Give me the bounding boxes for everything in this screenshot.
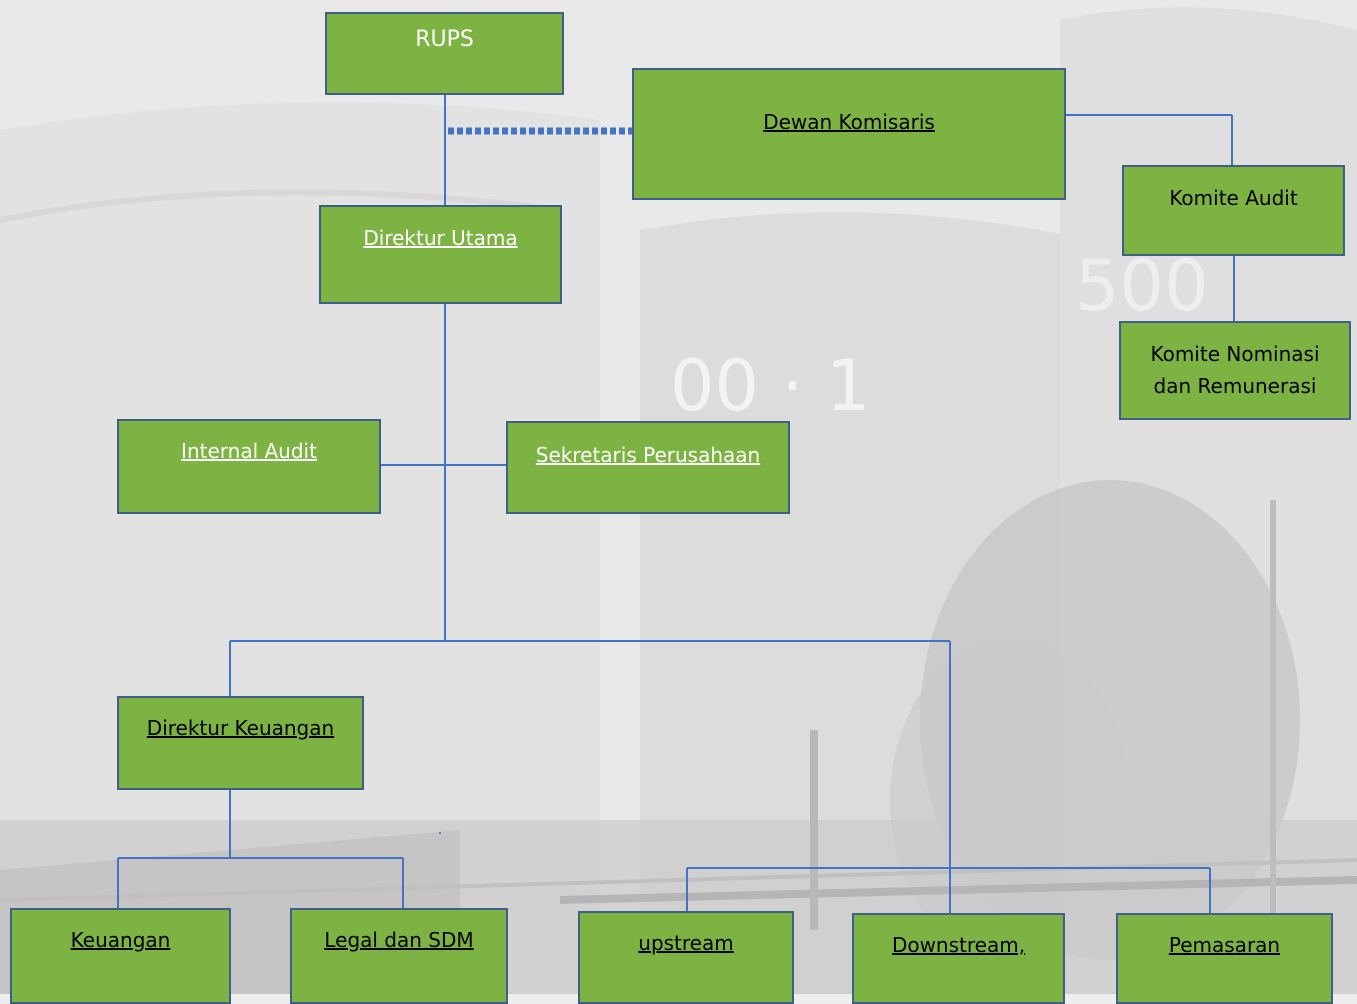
komite-audit-label: Komite Audit [1169,186,1298,210]
internal-audit-label[interactable]: Internal Audit [181,439,317,463]
upstream-label[interactable]: upstream [638,931,734,955]
rups-box: RUPS [325,12,564,95]
legal-sdm-label[interactable]: Legal dan SDM [324,928,474,952]
direktur-keuangan-label[interactable]: Direktur Keuangan [146,716,335,740]
downstream-label[interactable]: Downstream, [891,933,1026,957]
keuangan-box: Keuangan [10,908,231,1004]
direktur-keuangan-box: Direktur Keuangan [117,696,364,790]
downstream-box: Downstream, [852,913,1065,1004]
dewan-komisaris-box: Dewan Komisaris [632,68,1066,200]
rups-label: RUPS [415,27,474,52]
direktur-utama-label[interactable]: Direktur Utama [363,226,518,250]
komite-audit-box: Komite Audit [1122,165,1345,256]
svg-text:500: 500 [1075,245,1209,327]
direktur-utama-box: Direktur Utama [319,205,562,304]
internal-audit-box: Internal Audit [117,419,381,514]
legal-sdm-box: Legal dan SDM [290,908,508,1004]
sekretaris-perusahaan-box: Sekretaris Perusahaan [506,421,790,514]
keuangan-label[interactable]: Keuangan [70,928,171,952]
pemasaran-label[interactable]: Pemasaran [1168,933,1281,957]
komite-nominasi-label-line2: dan Remunerasi [1153,374,1317,398]
svg-text:00 · 1: 00 · 1 [670,345,870,427]
dewan-komisaris-label[interactable]: Dewan Komisaris [763,110,935,134]
komite-nominasi-label-line1: Komite Nominasi [1150,342,1320,366]
upstream-box: upstream [578,911,794,1004]
stray-dot [439,832,441,834]
pemasaran-box: Pemasaran [1116,913,1333,1004]
komite-nominasi-box: Komite Nominasi dan Remunerasi [1119,321,1351,420]
sekretaris-perusahaan-label[interactable]: Sekretaris Perusahaan [535,443,761,467]
